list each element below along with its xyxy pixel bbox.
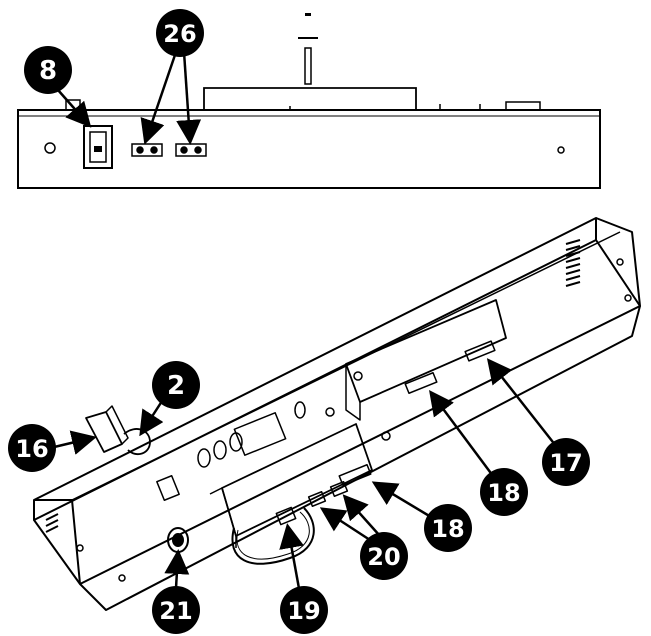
callout-20-label: 20 [367, 543, 400, 571]
upper-connector-17 [464, 340, 496, 362]
leader-26a [140, 51, 178, 145]
lower-pcb-bracket [209, 487, 237, 548]
knob-hole-4 [294, 401, 306, 419]
top-module [203, 87, 417, 110]
leader-lines [49, 51, 557, 595]
callout-18-lower: 18 [424, 504, 472, 552]
lower-pcb [221, 423, 373, 537]
power-switch-housing [83, 125, 113, 169]
right-end-cap [595, 217, 641, 307]
lower-connector-20a [307, 490, 327, 508]
power-switch-mark [94, 146, 102, 152]
callout-17-label: 17 [549, 449, 582, 477]
callout-18-upper: 18 [480, 468, 528, 516]
leader-26b [176, 51, 202, 145]
knob-hole-2 [213, 440, 227, 460]
leader-18a [429, 389, 498, 481]
left-hole [44, 142, 56, 154]
panel-body [17, 109, 601, 189]
callout-17: 17 [542, 438, 590, 486]
lower-connector-20b [329, 480, 349, 498]
chassis-view [33, 217, 641, 611]
power-switch-side [85, 411, 123, 453]
lower-connector-19 [275, 506, 297, 526]
leader-20b [342, 494, 381, 537]
right-tab [505, 101, 541, 110]
display-cutout [233, 412, 287, 456]
lower-connector-18 [338, 463, 372, 487]
callout-19: 19 [280, 586, 328, 634]
chassis-base [79, 305, 641, 611]
leader-20a [319, 507, 371, 542]
right-hole [557, 146, 565, 154]
connector-a [131, 143, 163, 157]
callout-26-label: 26 [163, 20, 196, 48]
power-boot [123, 428, 151, 456]
callout-19-label: 19 [287, 597, 320, 625]
right-vents [565, 239, 581, 287]
left-end-cap [34, 499, 81, 585]
upper-pcb [345, 299, 507, 403]
knob-hole-1 [197, 448, 211, 468]
callout-20: 20 [360, 532, 408, 580]
upper-pcb-bracket [345, 364, 361, 421]
callout-18-lower-label: 18 [431, 515, 464, 543]
callouts: 8 26 2 16 17 18 18 20 [8, 9, 590, 634]
leader-19 [279, 523, 304, 595]
leader-8 [57, 89, 92, 128]
knob-hole-3 [229, 432, 243, 452]
callout-16-label: 16 [15, 435, 48, 463]
top-indicator [305, 13, 311, 16]
leader-2 [139, 397, 166, 437]
callout-8: 8 [24, 46, 72, 94]
callout-21: 21 [152, 586, 200, 634]
chassis-front-panel [33, 239, 641, 585]
callout-26: 26 [156, 9, 204, 57]
leader-16 [49, 430, 97, 455]
callout-21-label: 21 [159, 597, 192, 625]
power-switch-rocker [89, 131, 107, 163]
leader-18b [371, 481, 437, 522]
callout-18-upper-label: 18 [487, 479, 520, 507]
callout-2-label: 2 [167, 371, 185, 401]
left-vents [45, 513, 59, 533]
upper-connector-18 [404, 371, 438, 395]
connector-b [175, 143, 207, 157]
leader-17 [486, 358, 557, 447]
small-cutout [156, 474, 180, 502]
callout-2: 2 [152, 361, 200, 409]
callout-16: 16 [8, 424, 56, 472]
ribbon-cable [231, 507, 315, 565]
center-post [304, 47, 312, 85]
leader-21 [164, 549, 190, 589]
callout-8-label: 8 [39, 56, 57, 86]
rear-panel-view [17, 13, 601, 189]
